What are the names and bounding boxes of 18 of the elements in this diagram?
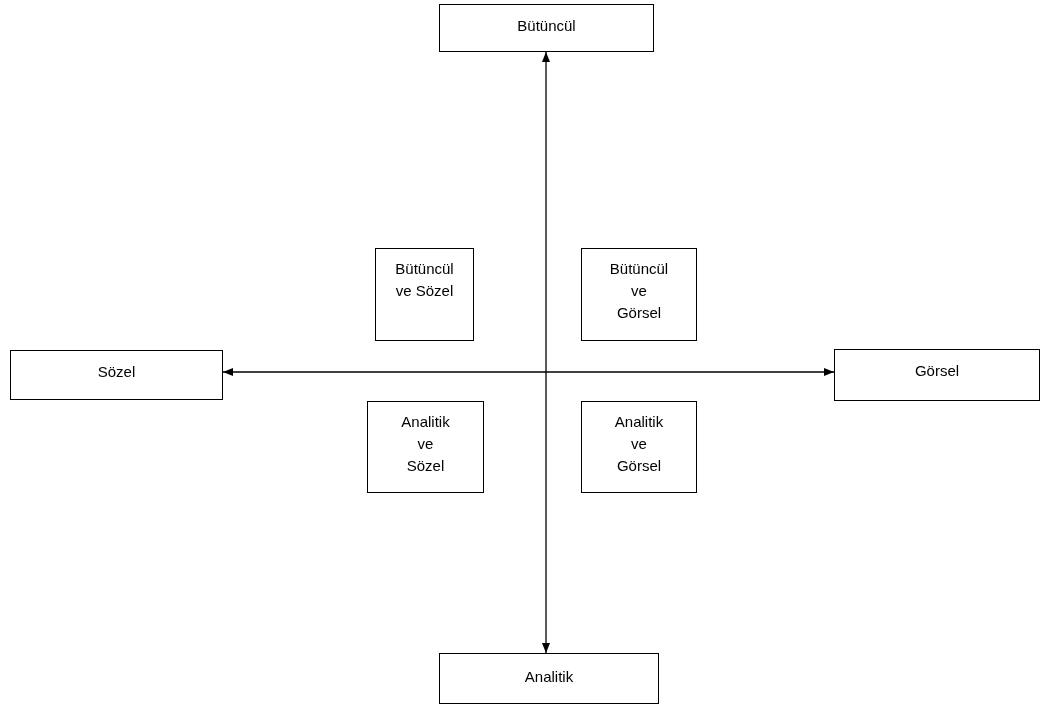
label-box [439, 4, 654, 52]
label-box [367, 401, 484, 493]
box-label: Sözel [97, 362, 136, 382]
label-box [10, 350, 223, 400]
label-box [834, 349, 1040, 401]
box-label: Bütüncül [517, 16, 576, 36]
double-arrow [542, 51, 550, 654]
label-box [439, 653, 659, 704]
box-label: Analitik ve Sözel [401, 412, 450, 476]
label-box [581, 401, 697, 493]
label-box [375, 248, 474, 341]
box-label: Görsel [914, 361, 960, 381]
double-arrow [222, 368, 835, 376]
box-label: Bütüncül ve Görsel [609, 259, 669, 323]
box-label: Analitik [524, 667, 574, 687]
box-label: Analitik ve Görsel [614, 412, 664, 476]
box-label: Bütüncül ve Sözel [395, 259, 454, 301]
label-box [581, 248, 697, 341]
